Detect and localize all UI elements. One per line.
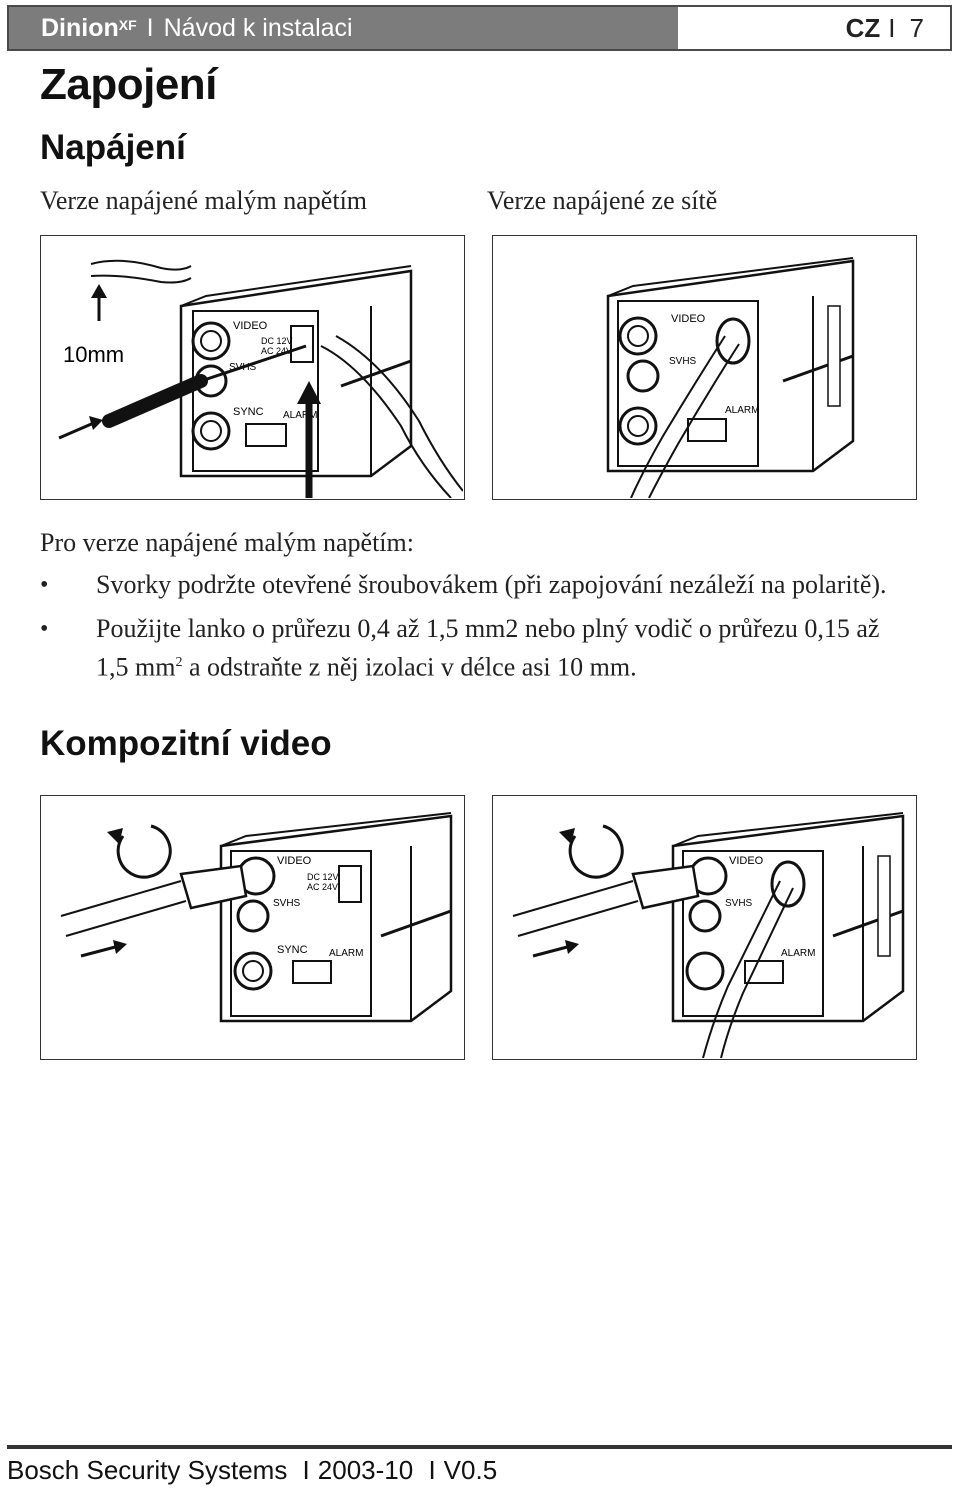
footer-separator-2: I: [428, 1455, 436, 1485]
label-svhs-v1: SVHS: [273, 898, 301, 909]
label-sync: SYNC: [233, 406, 264, 418]
label-alarm: ALARM: [283, 410, 317, 421]
instruction-text-2a: Použijte lanko o průřezu 0,4 až 1,5 mm2 …: [96, 614, 880, 682]
footer-version: V0.5: [443, 1455, 498, 1485]
label-alarm-mains: ALARM: [725, 405, 759, 416]
label-dc-v1: DC 12V: [307, 872, 339, 882]
figure-low-voltage-wiring: VIDEO SVHS SYNC ALARM DC 12V AC 24V 10mm: [40, 235, 465, 500]
label-video: VIDEO: [233, 320, 268, 332]
camera-illustration-mains: VIDEO SVHS ALARM: [606, 257, 855, 499]
footer-date: 2003-10: [317, 1455, 414, 1485]
instruction-text-1: Svorky podržte otevřené šroubovákem (při…: [96, 570, 887, 599]
section-heading-power: Napájení: [40, 128, 186, 167]
header-separator: I: [146, 13, 154, 42]
figure-video-mains: VIDEO SVHS ALARM: [492, 795, 917, 1060]
label-svhs-v2: SVHS: [725, 898, 753, 909]
doc-title: Návod k instalaci: [163, 13, 353, 42]
footer-company: Bosch Security Systems: [7, 1455, 288, 1485]
camera-illustration: VIDEO SVHS SYNC ALARM DC 12V AC 24V 10mm: [58, 259, 464, 499]
label-video-v2: VIDEO: [729, 855, 764, 867]
product-sup: XF: [118, 17, 137, 33]
label-sync-v1: SYNC: [277, 944, 308, 956]
language-code: CZ: [845, 12, 881, 43]
instruction-sup: 2: [175, 655, 183, 670]
label-svhs-mains: SVHS: [669, 356, 697, 367]
instruction-list: Svorky podržte otevřené šroubovákem (při…: [40, 568, 910, 695]
figure-mains-wiring: VIDEO SVHS ALARM: [492, 235, 917, 500]
footer-divider: [7, 1445, 952, 1449]
label-10mm: 10mm: [63, 342, 124, 367]
label-alarm-v1: ALARM: [329, 948, 363, 959]
label-ac-v1: AC 24V: [307, 882, 338, 892]
camera-video-illustration: VIDEO SVHS SYNC ALARM DC 12V AC 24V: [60, 812, 453, 1023]
section-heading-video: Kompozitní video: [40, 724, 332, 763]
instruction-text-2b: a odstraňte z něj izolaci v délce asi 10…: [182, 652, 637, 682]
label-ac: AC 24V: [261, 346, 292, 356]
header-page-block: CZ I 7: [678, 7, 950, 49]
label-video-mains: VIDEO: [671, 313, 706, 325]
low-voltage-intro: Pro verze napájené malým napětím:: [40, 528, 414, 557]
camera-video-illustration-mains: VIDEO SVHS ALARM: [512, 812, 905, 1059]
page-title: Zapojení: [40, 60, 217, 109]
instruction-item: Svorky podržte otevřené šroubovákem (při…: [40, 568, 910, 602]
label-dc: DC 12V: [261, 336, 293, 346]
caption-mains: Verze napájené ze sítě: [487, 186, 718, 215]
page-number: 7: [909, 12, 924, 43]
footer-separator: I: [302, 1455, 310, 1485]
figure-video-low-voltage: VIDEO SVHS SYNC ALARM DC 12V AC 24V: [40, 795, 465, 1060]
caption-low-voltage: Verze napájené malým napětím: [40, 186, 368, 215]
product-name: Dinion: [41, 13, 119, 42]
label-video-v1: VIDEO: [277, 855, 312, 867]
instruction-item: Použijte lanko o průřezu 0,4 až 1,5 mm2 …: [40, 612, 910, 685]
header-separator-2: I: [888, 12, 896, 43]
label-alarm-v2: ALARM: [781, 948, 815, 959]
